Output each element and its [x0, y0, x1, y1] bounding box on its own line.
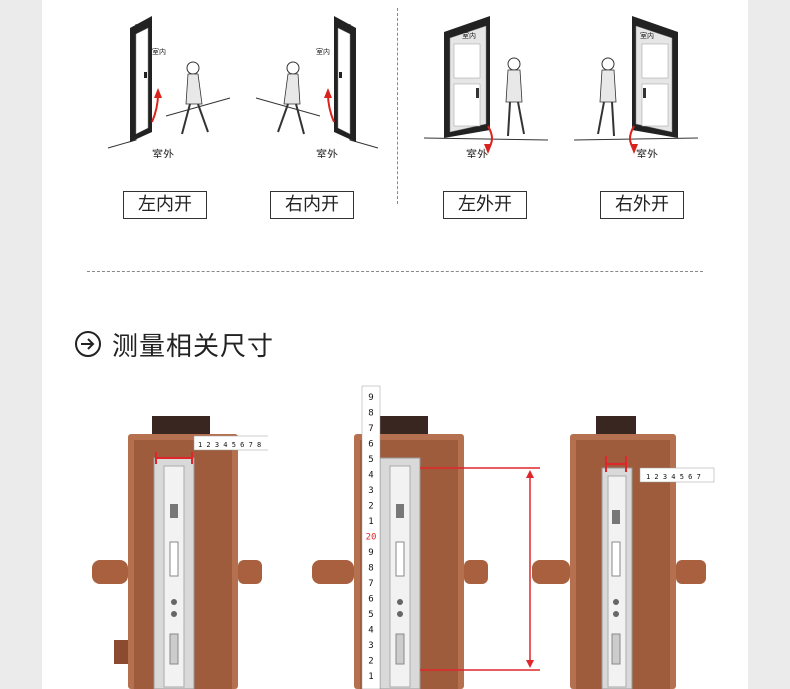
ruler-digit: 8 — [368, 564, 373, 574]
door-type-label-left-inward: 左内开 — [123, 191, 207, 219]
ruler-digits-short: 1 2 3 4 5 6 7 — [646, 473, 701, 481]
ruler-digit: 6 — [368, 440, 373, 450]
ruler-digit: 3 — [368, 641, 373, 651]
ruler-digit: 9 — [368, 548, 373, 558]
ruler-digits-horizontal: 1 2 3 4 5 6 7 8 — [198, 441, 261, 449]
ruler-digits-vertical: 9 8 7 6 5 4 3 2 1 20 9 8 7 6 5 4 3 2 1 — [366, 393, 377, 682]
ruler-digit: 4 — [368, 471, 373, 481]
door-outside-label: 室外 — [316, 147, 338, 158]
lock-measure-faceplate-length: 9 8 7 6 5 4 3 2 1 20 9 8 7 6 5 4 3 2 1 — [312, 385, 540, 689]
door-outside-label: 室外 — [636, 147, 658, 158]
ruler-digit: 1 — [368, 517, 373, 527]
ruler-digit: 4 — [368, 626, 373, 636]
door-inside-label: 室内 — [316, 47, 330, 56]
door-type-label-right-inward: 右内开 — [270, 191, 354, 219]
ruler-digit: 5 — [368, 455, 373, 465]
arrow-circle-right-icon — [75, 331, 101, 357]
lock-measure-bolt-offset: 1 2 3 4 5 6 7 — [532, 416, 715, 689]
door-diagram-left-outward: 室内 室外 — [423, 16, 549, 158]
ruler-digit: 2 — [368, 502, 373, 512]
section-title: 测量相关尺寸 — [112, 331, 275, 362]
ruler-digit: 7 — [368, 579, 373, 589]
door-type-label-left-outward: 左外开 — [443, 191, 527, 219]
door-inside-label: 室内 — [640, 31, 654, 40]
ruler-digit: 6 — [368, 595, 373, 605]
ruler-digit: 20 — [366, 533, 377, 543]
door-inside-label: 室内 — [152, 47, 166, 56]
ruler-digit: 3 — [368, 486, 373, 496]
ruler-digit: 2 — [368, 657, 373, 667]
door-inside-label: 室内 — [462, 31, 476, 40]
product-detail-page: 室内 室外 左内开 室内 室外 右内开 室内 室外 左外开 — [42, 0, 748, 689]
ruler-digit: 7 — [368, 424, 373, 434]
door-outside-label: 室外 — [152, 147, 174, 158]
door-diagram-left-inward: 室内 室外 — [107, 16, 231, 158]
section-heading: 测量相关尺寸 — [74, 326, 274, 362]
door-diagram-right-outward: 室内 室外 — [573, 16, 699, 158]
vertical-divider — [397, 8, 398, 204]
door-outside-label: 室外 — [466, 147, 488, 158]
door-type-label-right-outward: 右外开 — [600, 191, 684, 219]
ruler-digit: 9 — [368, 393, 373, 403]
ruler-digit: 8 — [368, 409, 373, 419]
ruler-digit: 1 — [368, 672, 373, 682]
ruler-digit: 5 — [368, 610, 373, 620]
door-diagram-right-inward: 室内 室外 — [255, 16, 379, 158]
lock-measure-faceplate-width: 1 2 3 4 5 6 7 8 — [92, 416, 268, 689]
section-divider — [87, 271, 703, 272]
